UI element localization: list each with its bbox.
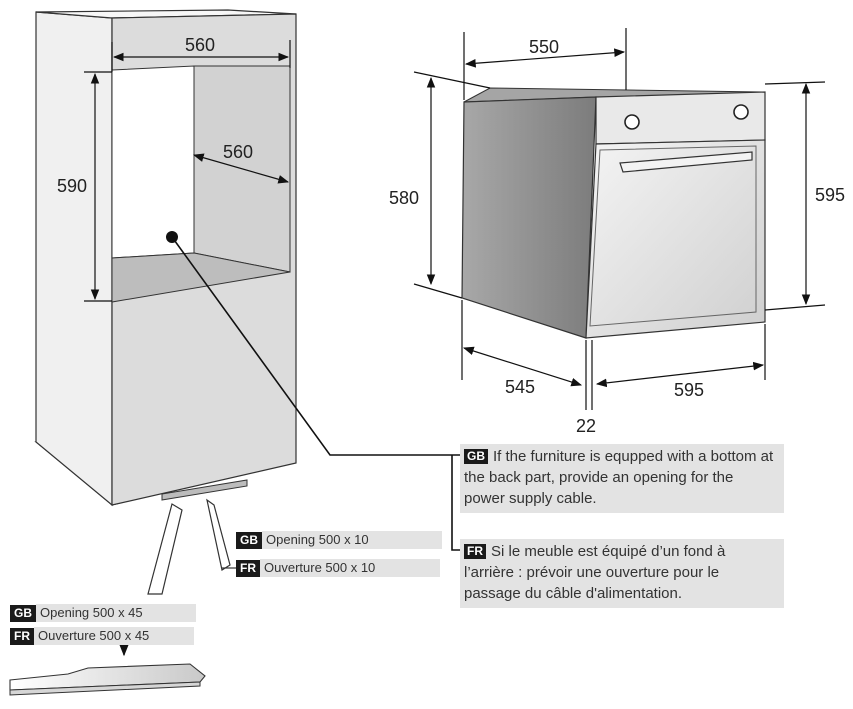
opening10-fr-tag: FR [236,560,260,577]
oven-door [585,139,766,339]
base-board [9,663,206,696]
cable-leader-fr [451,455,460,551]
cabinet-dimensions [84,40,291,302]
oven-height-body-label: 580 [389,188,419,208]
oven-dimensions [413,28,826,410]
cabinet [34,9,297,507]
oven-width-top-label: 550 [529,37,559,57]
opening-pointers [118,498,236,657]
plinth-opening [161,479,248,501]
niche-height-label: 590 [57,176,87,196]
oven-knob-right-icon [733,104,749,120]
oven [461,87,766,339]
niche-depth-label: 560 [223,142,253,162]
oven-height-front-label: 595 [815,185,845,205]
opening10-gb-tag: GB [236,532,262,549]
cable-note-gb-text: If the furniture is equpped with a botto… [464,448,774,507]
oven-door-window [589,145,757,327]
cable-note-fr-text: Si le meuble est équipé d’un fond à l’ar… [464,543,726,602]
oven-width-front-label: 595 [674,380,704,400]
cable-leader-line [171,236,460,456]
opening45-fr-tag: FR [10,628,34,645]
niche-opening [111,65,195,259]
opening45-fr-text: Ouverture 500 x 45 [34,627,194,645]
cable-note-gb-tag: GB [464,449,488,464]
front-thickness-label: 22 [576,416,596,436]
opening45-pointer [147,503,183,595]
niche-width-label: 560 [185,35,215,55]
oven-side-body [461,96,597,339]
opening45-gb-tag: GB [10,605,36,622]
oven-handle [619,151,753,173]
opening10-gb-text: Opening 500 x 10 [262,531,442,549]
opening10-fr-text: Ouverture 500 x 10 [260,559,440,577]
opening45-gb-text: Opening 500 x 45 [36,604,196,622]
cable-note-fr-tag: FR [464,544,486,559]
oven-knob-left-icon [624,114,640,130]
oven-depth-label: 545 [505,377,535,397]
cabinet-left-side [35,11,113,507]
opening10-pointer [206,498,231,571]
